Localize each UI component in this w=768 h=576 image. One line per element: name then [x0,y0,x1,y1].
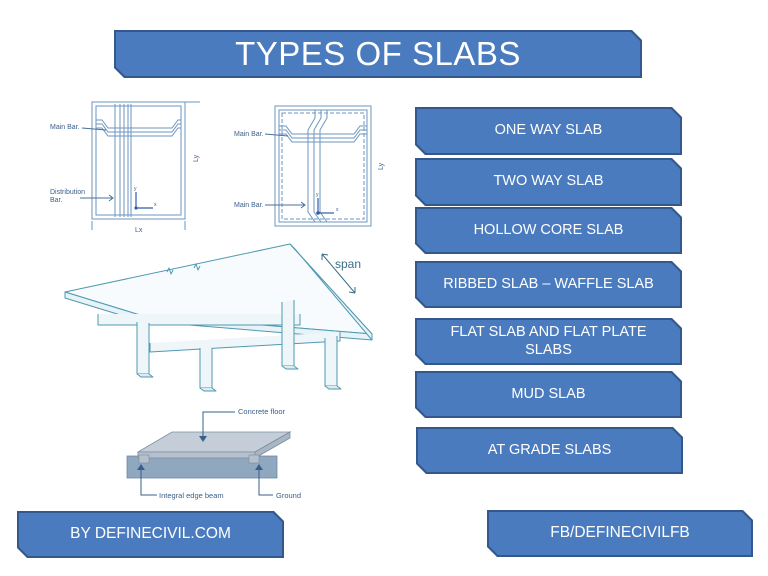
slab-type-flat-slab: FLAT SLAB AND FLAT PLATE SLABS [417,320,680,363]
ly-label: Ly [378,162,385,170]
slab-type-ribbed-waffle: RIBBED SLAB – WAFFLE SLAB [417,263,680,306]
two-way-slab-diagram: Main Bar. Main Bar. Ly x y [234,105,385,227]
span-label: span [335,257,361,271]
page-title: TYPES OF SLABS [235,35,521,73]
distribution-bar-label: Distribution [50,189,85,196]
axis-y-label: y [316,192,319,198]
concrete-floor-label: Concrete floor [238,407,286,416]
slab-type-mud: MUD SLAB [417,373,680,416]
slab-type-label: FLAT SLAB AND FLAT PLATE SLABS [450,324,647,358]
beam-slab-3d-diagram: span [64,243,373,392]
slab-type-hollow-core: HOLLOW CORE SLAB [417,209,680,252]
footer-website-text: BY DEFINECIVIL.COM [70,525,231,543]
slab-type-label: MUD SLAB [511,385,586,402]
footer-facebook-banner: FB/DEFINECIVILFB [489,512,751,555]
axis-y-label: y [134,186,137,192]
slab-type-label: RIBBED SLAB – WAFFLE SLAB [443,275,654,292]
ground-label: Ground [276,491,301,500]
slab-type-one-way: ONE WAY SLAB [417,109,680,153]
axis-x-label: x [336,207,339,213]
distribution-bar-label-2: Bar. [50,197,63,204]
main-bar-label: Main Bar. [50,124,80,131]
slab-type-label: AT GRADE SLABS [487,441,612,458]
main-bar-bottom-label: Main Bar. [234,202,264,209]
slab-type-label: HOLLOW CORE SLAB [473,221,624,238]
slab-type-label: ONE WAY SLAB [494,122,603,139]
ly-label: Ly [193,154,200,162]
footer-facebook-text: FB/DEFINECIVILFB [550,524,690,542]
one-way-slab-diagram: Main Bar. Distribution Bar. Lx Ly x y [50,101,200,234]
main-bar-top-label: Main Bar. [234,131,264,138]
slab-type-label: TWO WAY SLAB [493,173,604,190]
slab-type-at-grade: AT GRADE SLABS [418,429,681,472]
title-banner: TYPES OF SLABS [116,32,640,76]
lx-label: Lx [135,227,143,234]
footer-website-banner: BY DEFINECIVIL.COM [19,513,282,556]
axis-x-label: x [154,202,157,208]
slab-type-two-way: TWO WAY SLAB [417,160,680,204]
integral-edge-beam-label: Integral edge beam [159,491,224,500]
at-grade-slab-diagram: Concrete floor Integral edge beam Ground [126,407,301,500]
